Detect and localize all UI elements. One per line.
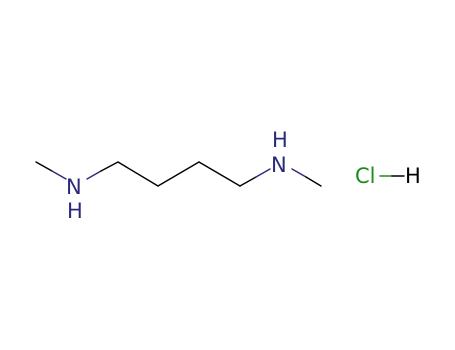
atom-h-right: H [272, 128, 288, 152]
bond-c3-c4 [198, 161, 241, 187]
atom-n-left: N [66, 175, 82, 199]
atom-cl: Cl [355, 164, 376, 188]
bond-n-left-c1 [86, 161, 119, 180]
atom-n-right: N [271, 153, 287, 177]
bond-methyl-right [291, 168, 322, 187]
bond-c1-c2 [117, 161, 159, 187]
bond-c2-c3 [157, 161, 200, 187]
atom-h-left: H [67, 199, 83, 223]
atom-h-hcl: H [405, 164, 421, 188]
bond-methyl-left [35, 161, 67, 180]
bond-c4-n-right [239, 168, 271, 187]
